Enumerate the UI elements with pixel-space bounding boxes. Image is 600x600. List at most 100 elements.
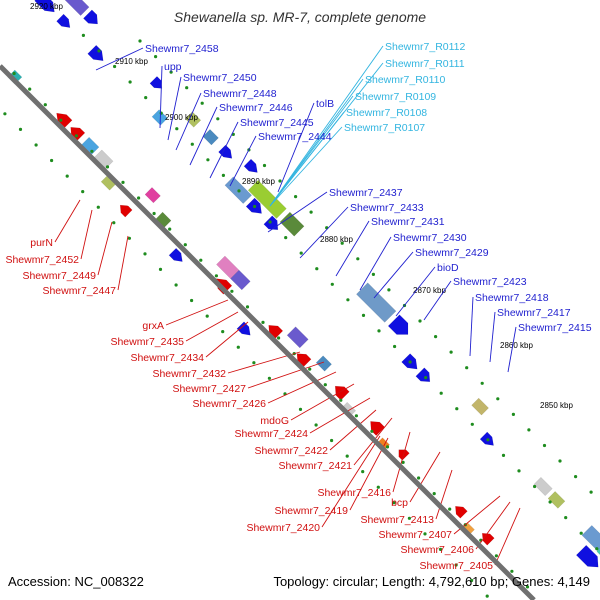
label-leader-line: [299, 206, 349, 259]
track-dot: [408, 360, 412, 364]
track-dot: [595, 547, 599, 551]
gene-label: bcp: [391, 497, 408, 509]
track-dot: [230, 289, 234, 293]
track-dot: [299, 251, 303, 255]
accession-text: Accession: NC_008322: [8, 574, 144, 589]
reverse-gene: [334, 385, 350, 401]
gene-label: Shewmr7_2435: [110, 336, 184, 348]
track-dot: [533, 484, 537, 489]
track-dot: [97, 49, 101, 53]
label-leader-line: [494, 507, 521, 566]
gene-label: Shewmr7_R0108: [346, 107, 427, 119]
track-dot: [346, 298, 350, 302]
track-dot: [564, 516, 568, 520]
label-leader-line: [267, 371, 337, 404]
forward-gene: [547, 491, 566, 509]
track-dot: [438, 547, 443, 552]
label-leader-line: [269, 45, 384, 207]
track-dot: [174, 283, 178, 287]
track-dot: [525, 585, 530, 589]
label-leader-line: [117, 235, 129, 291]
label-leader-line: [277, 102, 315, 193]
track-dot: [418, 319, 422, 323]
reverse-gene: [168, 247, 183, 262]
track-dot: [236, 345, 240, 349]
gene-label: Shewmr7_2444: [258, 131, 332, 143]
track-dot: [12, 71, 16, 76]
track-dot: [392, 501, 396, 505]
forward-gene: [471, 397, 489, 416]
track-dot: [137, 196, 141, 200]
track-dot: [449, 350, 453, 354]
track-dot: [50, 158, 54, 163]
label-leader-line: [189, 106, 218, 166]
label-leader-line: [392, 431, 411, 493]
scale-tick-label: 2890 kbp: [242, 177, 275, 186]
gene-label: Shewmr7_R0112: [385, 41, 466, 53]
reverse-gene: [370, 421, 386, 436]
gene-label: Shewmr7_2416: [317, 487, 391, 499]
track-dot: [206, 158, 210, 162]
track-dot: [393, 344, 397, 349]
forward-gene: [184, 111, 202, 128]
gene-label: Shewmr7_2419: [274, 505, 348, 517]
track-dot: [216, 117, 220, 121]
scale-tick-label: 2860 kbp: [500, 341, 533, 350]
track-dot: [454, 563, 458, 567]
track-dot: [138, 39, 142, 43]
gene-label: Shewmr7_R0107: [344, 122, 425, 134]
gene-label: Shewmr7_2420: [246, 522, 320, 534]
track-dot: [558, 459, 562, 463]
forward-gene: [581, 525, 600, 552]
track-dot: [183, 243, 187, 247]
track-dot: [43, 103, 47, 107]
reverse-gene: [481, 532, 495, 546]
label-leader-line: [185, 311, 239, 342]
label-leader-line: [175, 92, 202, 151]
forward-gene: [151, 109, 168, 126]
track-dot: [510, 569, 514, 573]
track-dot: [253, 204, 257, 209]
gene-label: Shewmr7_2426: [192, 398, 266, 410]
track-dot: [314, 423, 318, 427]
scale-tick-label: 2870 kbp: [413, 286, 446, 295]
track-dot: [262, 163, 267, 168]
track-dot: [589, 490, 593, 494]
forward-gene: [596, 547, 600, 556]
forward-gene: [56, 13, 71, 28]
track-dot: [339, 398, 343, 402]
forward-gene: [64, 0, 90, 16]
label-leader-line: [321, 435, 381, 528]
track-dot: [152, 211, 156, 216]
gene-label: Shewmr7_2407: [378, 529, 452, 541]
topology-text: Topology: circular; Length: 4,792,610 bp…: [273, 574, 590, 589]
label-leader-line: [507, 326, 517, 373]
track-dot: [486, 438, 490, 442]
label-leader-line: [395, 266, 436, 317]
forward-gene: [247, 179, 287, 219]
gene-label: Shewmr7_2448: [203, 88, 277, 100]
forward-gene: [83, 9, 98, 25]
gene-label: mdoG: [260, 415, 289, 427]
label-leader-line: [469, 296, 474, 357]
track-dot: [470, 422, 474, 426]
label-leader-line: [159, 65, 163, 129]
track-dot: [154, 55, 158, 59]
track-dot: [144, 96, 148, 100]
track-dot: [205, 314, 209, 318]
track-dot: [221, 330, 225, 334]
gene-label: Shewmr7_R0111: [385, 58, 465, 70]
track-dot: [579, 531, 583, 535]
track-dot: [143, 252, 147, 256]
track-dot: [387, 288, 391, 292]
forward-gene: [533, 476, 553, 497]
track-dot: [376, 485, 380, 489]
label-leader-line: [409, 451, 441, 503]
track-dot: [175, 127, 179, 131]
track-dot: [511, 412, 515, 416]
track-dot: [315, 267, 319, 271]
label-leader-line: [229, 135, 257, 187]
track-dot: [309, 210, 313, 214]
